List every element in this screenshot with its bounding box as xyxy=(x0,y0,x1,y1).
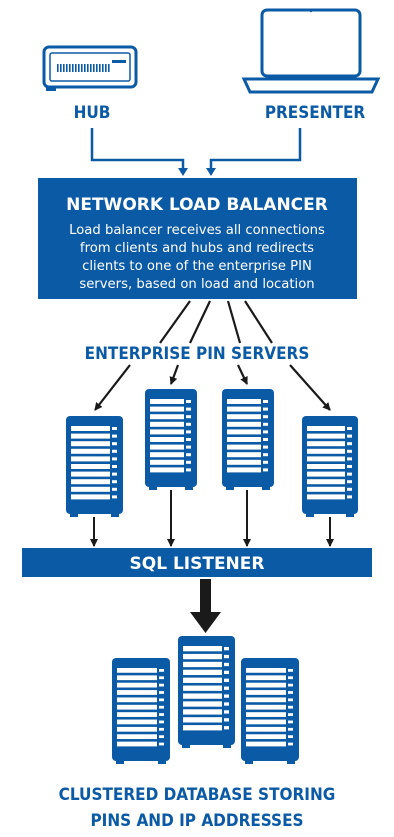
pin-servers-label: ENTERPRISE PIN SERVERS xyxy=(85,344,310,364)
server-to-sql-arrows xyxy=(90,490,334,547)
server-rack-icon xyxy=(66,416,123,517)
load-balancer-description-line: clients to one of the enterprise PIN xyxy=(82,259,312,274)
server-rack-icon xyxy=(302,416,358,517)
load-balancer-description-line: Load balancer receives all connections xyxy=(69,223,325,238)
hub-device-icon xyxy=(42,45,138,91)
client-connector-arrows xyxy=(178,168,216,176)
server-rack-icon xyxy=(178,636,235,748)
client-connector-lines xyxy=(90,128,302,171)
balancer-fan-lines xyxy=(159,300,273,344)
server-rack-icon xyxy=(112,658,170,764)
presenter-label: PRESENTER xyxy=(265,103,366,123)
database-cluster xyxy=(112,636,299,764)
server-rack-icon xyxy=(241,658,299,764)
sql-to-database-arrow xyxy=(190,579,221,633)
server-rack-icon xyxy=(222,389,274,490)
hub-label: HUB xyxy=(74,103,111,123)
load-balancer-description-line: servers, based on load and location xyxy=(79,277,314,292)
sql-listener-label: SQL LISTENER xyxy=(130,554,265,574)
load-balancer-title: NETWORK LOAD BALANCER xyxy=(66,195,328,215)
server-rack-icon xyxy=(145,389,197,490)
database-label-line: CLUSTERED DATABASE STORING xyxy=(59,785,336,805)
pin-server-arrows xyxy=(94,364,331,411)
laptop-icon xyxy=(241,8,381,94)
sql-listener-bar xyxy=(22,548,372,577)
load-balancer-description-line: from clients and hubs and redirects xyxy=(80,241,314,256)
database-label-line: PINS AND IP ADDRESSES xyxy=(90,811,303,831)
pin-servers-group xyxy=(66,389,358,517)
load-balancer-box xyxy=(38,178,357,299)
